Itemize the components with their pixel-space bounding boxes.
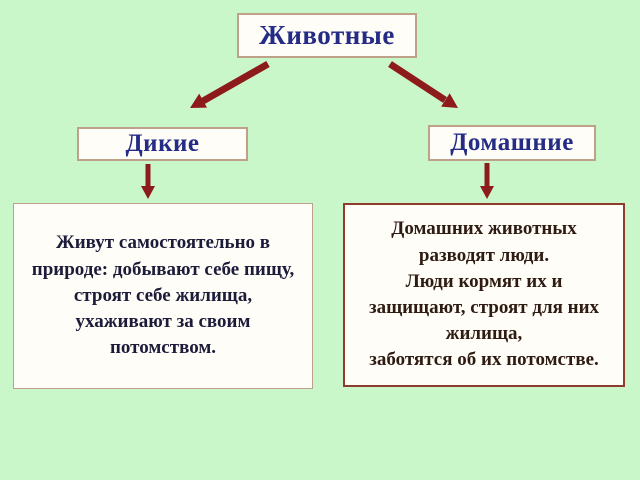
domestic-node-label: Домашние	[450, 129, 574, 156]
wild-description-text: Живут самостоятельно в природе: добывают…	[31, 232, 295, 359]
root-node-label: Животные	[259, 20, 395, 50]
root-node-animals: Животные	[237, 13, 417, 58]
wild-node-label: Дикие	[125, 130, 200, 157]
domestic-description-text: Домашних животных разводят люди. Люди ко…	[368, 218, 600, 371]
arrow-root-to-wild	[190, 60, 270, 108]
domestic-description-box: Домашних животных разводят люди. Люди ко…	[343, 203, 625, 387]
arrow-root-to-domestic	[388, 61, 458, 108]
arrow-domestic-to-description	[480, 163, 494, 199]
arrow-wild-to-description	[141, 164, 155, 199]
wild-description-box: Живут самостоятельно в природе: добывают…	[13, 203, 313, 389]
domestic-node: Домашние	[428, 125, 596, 161]
wild-node: Дикие	[77, 127, 248, 161]
